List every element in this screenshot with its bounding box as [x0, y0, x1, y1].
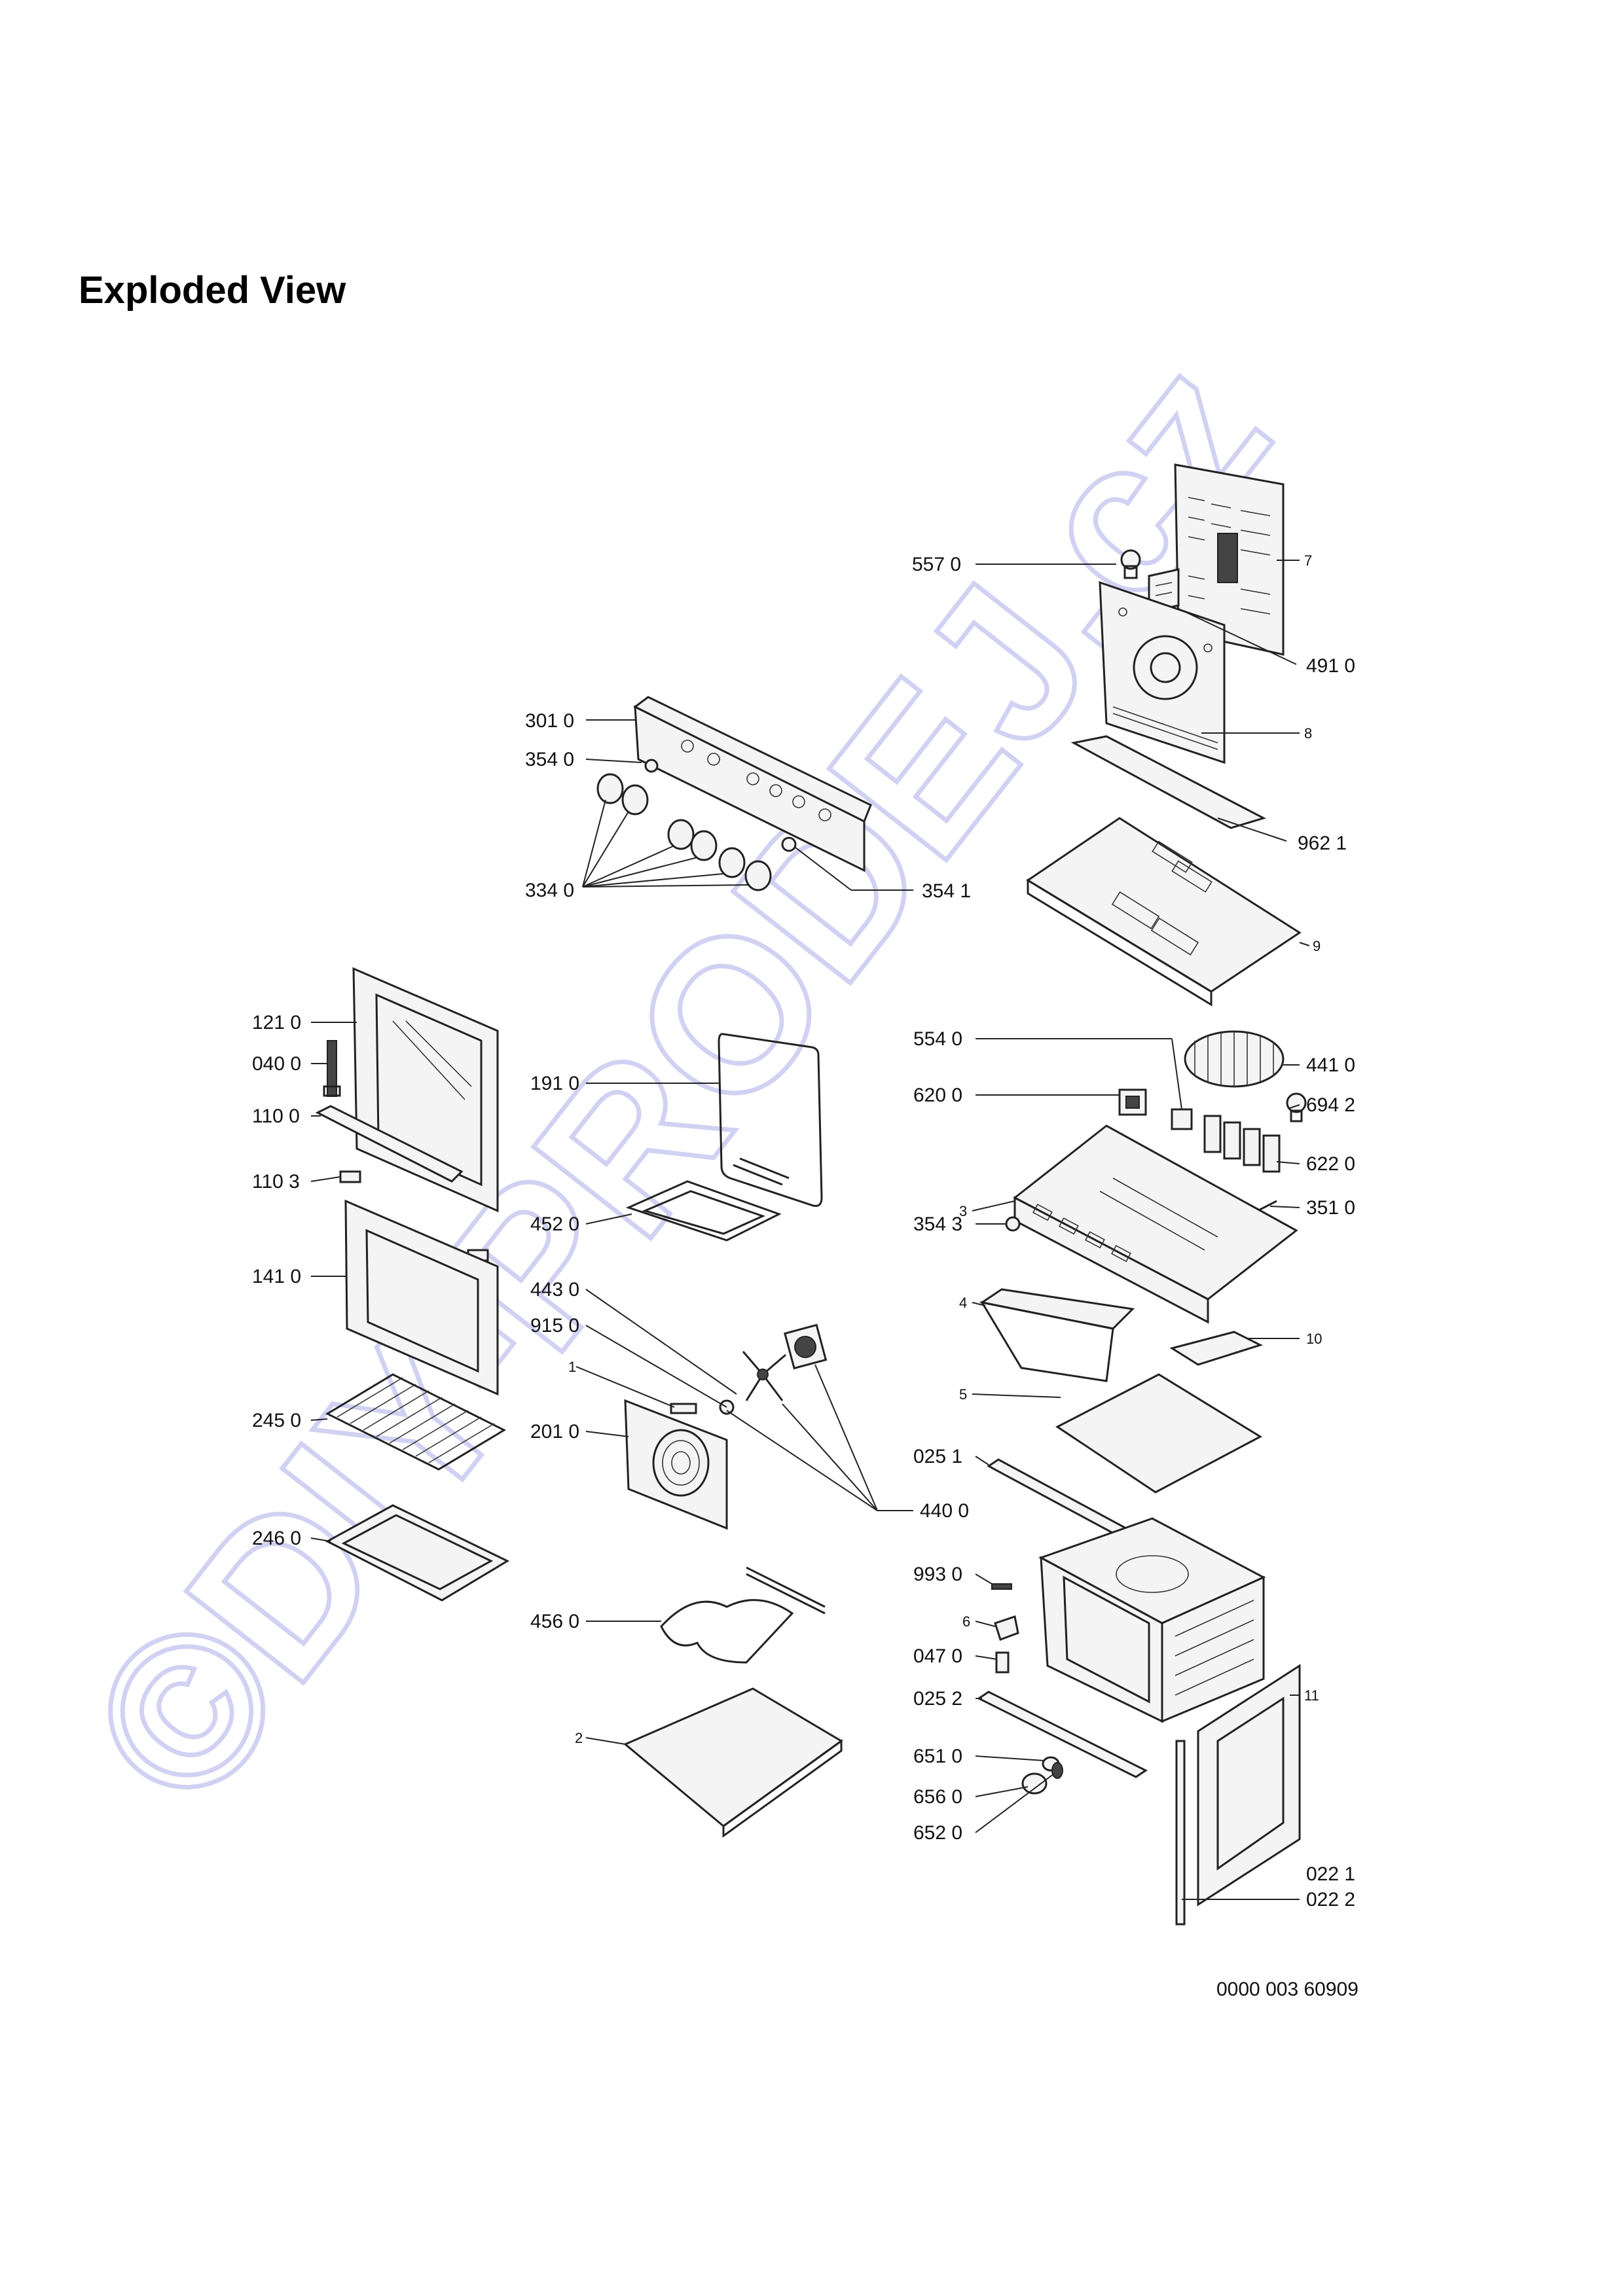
- callout-245-0: 245 0: [252, 1410, 301, 1431]
- callout-993-0: 993 0: [913, 1564, 962, 1585]
- callout-491-0: 491 0: [1306, 655, 1355, 677]
- part-hinge-040-0: [323, 1040, 341, 1097]
- callout-7: 7: [1304, 552, 1312, 569]
- callout-6: 6: [962, 1613, 970, 1630]
- callout-652-0: 652 0: [913, 1822, 962, 1844]
- callout-354-3: 354 3: [913, 1213, 962, 1235]
- part-bottom-element-456-0: [660, 1566, 826, 1664]
- part-relays-622-0: [1203, 1115, 1281, 1173]
- callout-11: 11: [1304, 1687, 1319, 1704]
- callout-440-0: 440 0: [920, 1500, 969, 1522]
- page-title: Exploded View: [79, 269, 346, 312]
- part-control-housing-3: [1013, 1124, 1298, 1324]
- document-number: 0000 003 60909: [1216, 1979, 1359, 2000]
- part-baking-tray-246-0: [325, 1504, 510, 1602]
- callout-025-1: 025 1: [913, 1446, 962, 1467]
- callout-025-2: 025 2: [913, 1688, 962, 1710]
- part-bottom-plate-2: [623, 1687, 843, 1838]
- callout-1: 1: [568, 1359, 576, 1375]
- part-insulation-962-1: [1070, 735, 1266, 829]
- callout-557-0: 557 0: [912, 554, 961, 575]
- callout-2: 2: [575, 1730, 583, 1746]
- callout-441-0: 441 0: [1306, 1054, 1355, 1076]
- callout-915-0: 915 0: [530, 1315, 579, 1336]
- callout-141-0: 141 0: [252, 1266, 301, 1287]
- callout-554-0: 554 0: [913, 1028, 962, 1050]
- callout-620-0: 620 0: [913, 1085, 962, 1106]
- callout-110-3: 110 3: [252, 1171, 300, 1193]
- part-indicator-354-1: [781, 836, 797, 852]
- part-small-cover-10: [1169, 1331, 1263, 1366]
- callout-452-0: 452 0: [530, 1213, 579, 1235]
- callout-656-0: 656 0: [913, 1786, 962, 1808]
- callout-694-2: 694 2: [1306, 1094, 1355, 1116]
- part-screw-993-0: [991, 1583, 1012, 1590]
- callout-354-1: 354 1: [922, 880, 971, 902]
- part-knobs-334-0: [596, 773, 772, 891]
- part-handle-cap-110-3: [339, 1170, 361, 1183]
- part-top-element-452-0: [625, 1157, 790, 1242]
- callout-9: 9: [1313, 938, 1321, 954]
- callout-354-0: 354 0: [525, 749, 574, 770]
- callout-110-0: 110 0: [252, 1105, 300, 1127]
- part-rear-panel-7: [1174, 463, 1285, 656]
- part-handle-110-0: [315, 1105, 464, 1183]
- callout-622-0: 622 0: [1306, 1153, 1355, 1175]
- callout-456-0: 456 0: [530, 1611, 579, 1632]
- part-side-trim-11: [1197, 1664, 1301, 1907]
- callout-121-0: 121 0: [252, 1012, 301, 1033]
- callout-301-0: 301 0: [525, 710, 574, 732]
- callout-334-0: 334 0: [525, 880, 574, 901]
- part-door-seal-191-0: [718, 1033, 823, 1207]
- part-fan-blade-915-0: [719, 1351, 786, 1415]
- part-switch-620-0: [1118, 1088, 1147, 1116]
- callout-246-0: 246 0: [252, 1528, 301, 1549]
- part-lamp-assembly-651-656-652: [1021, 1756, 1063, 1795]
- part-inner-glass-141-0: [344, 1199, 499, 1396]
- part-back-plate-8: [1099, 581, 1226, 764]
- part-switch-554-0: [1171, 1108, 1193, 1130]
- callout-191-0: 191 0: [530, 1073, 579, 1094]
- part-clip-1: [670, 1403, 697, 1414]
- leader-lines: [310, 560, 1310, 1900]
- callout-443-0: 443 0: [530, 1279, 579, 1300]
- callout-8: 8: [1304, 725, 1312, 742]
- part-tangential-fan-441-0: [1184, 1030, 1285, 1088]
- part-door-frame-121-0: [352, 967, 499, 1213]
- callout-10: 10: [1306, 1331, 1322, 1347]
- callout-351-0: 351 0: [1306, 1197, 1355, 1219]
- callout-047-0: 047 0: [913, 1645, 962, 1667]
- callout-962-1: 962 1: [1298, 833, 1347, 854]
- callout-3: 3: [959, 1203, 967, 1219]
- callout-5: 5: [959, 1386, 967, 1403]
- part-wire-shelf-245-0: [325, 1373, 507, 1471]
- callout-022-2: 022 2: [1306, 1889, 1355, 1910]
- callout-201-0: 201 0: [530, 1421, 579, 1443]
- part-catch-047-0: [995, 1651, 1010, 1674]
- part-fan-cover-201-0: [624, 1399, 728, 1530]
- part-fan-motor-440-0: [784, 1323, 828, 1370]
- part-indicator-354-3: [1005, 1216, 1021, 1232]
- callout-022-1: 022 1: [1306, 1863, 1355, 1885]
- part-top-cover-9: [1026, 817, 1302, 1007]
- part-side-plate-5: [1055, 1373, 1263, 1494]
- part-hinge-bar-022: [1175, 1740, 1186, 1926]
- callout-040-0: 040 0: [252, 1053, 301, 1075]
- callout-4: 4: [959, 1295, 967, 1311]
- part-rail-025-1: [987, 1458, 1128, 1536]
- callout-labels: 557 0 7 491 0 301 0 8 354 0 962 1 334 0 …: [252, 552, 1355, 1910]
- part-catch-6: [994, 1615, 1019, 1641]
- part-bracket-4: [979, 1288, 1135, 1382]
- part-oven-cavity: [1038, 1517, 1266, 1723]
- part-indicator-354-0: [644, 759, 659, 773]
- part-rail-025-2: [977, 1691, 1148, 1778]
- part-lamp-557-0: [1120, 549, 1141, 579]
- part-fascia-301-0: [633, 696, 872, 872]
- callout-651-0: 651 0: [913, 1746, 962, 1767]
